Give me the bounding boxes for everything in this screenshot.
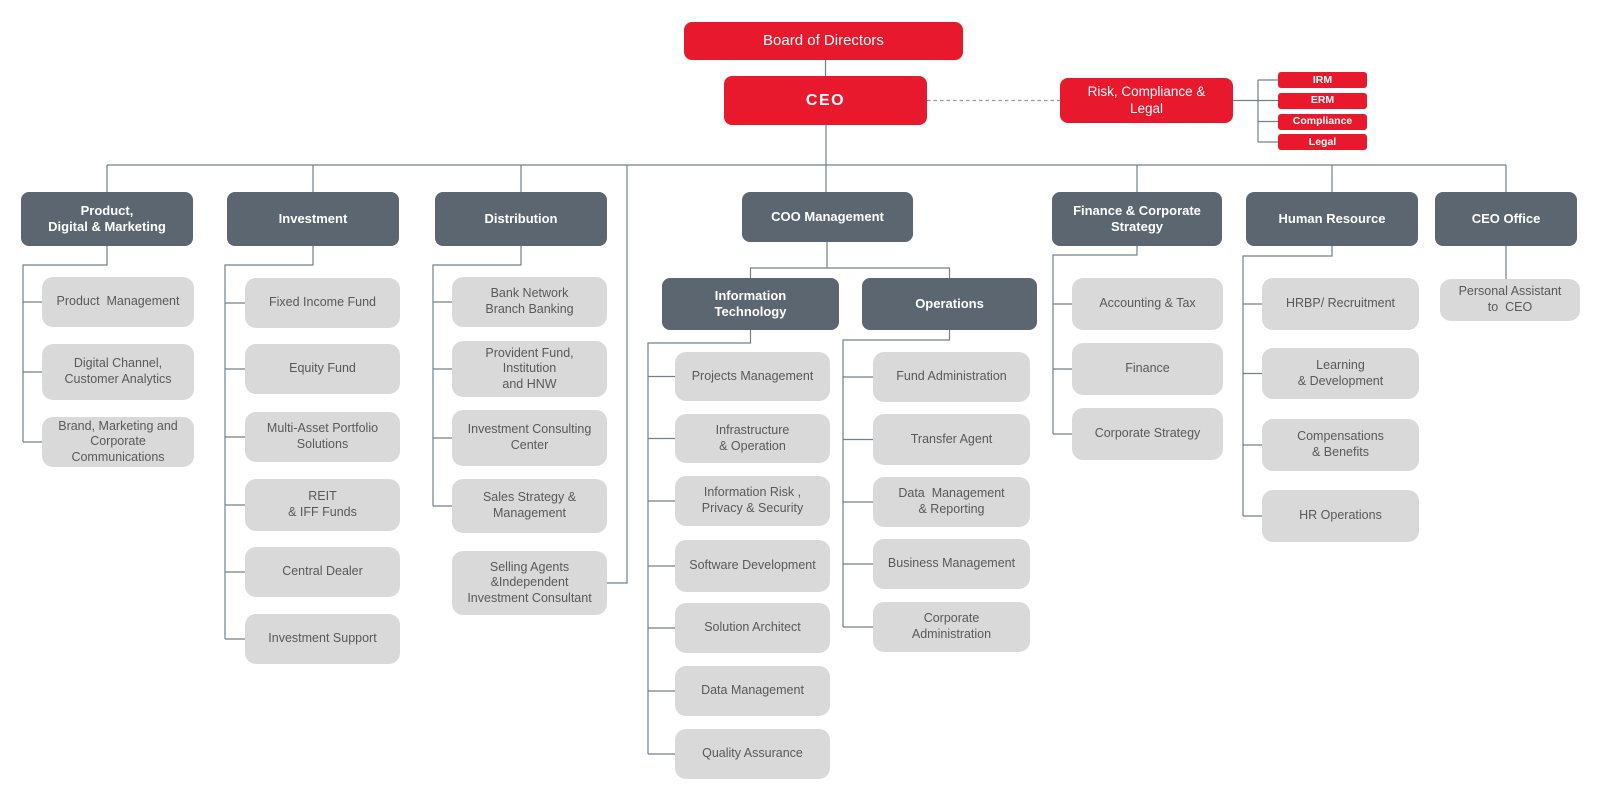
org-box-investment: Investment — [227, 192, 399, 246]
org-box-investment-child-5: Investment Support — [245, 614, 400, 664]
org-box-it-child-4: Solution Architect — [675, 603, 830, 653]
org-box-finance-child-0: Accounting & Tax — [1072, 278, 1223, 330]
org-box-ceo: CEO — [724, 76, 927, 125]
org-box-risk-child-3: Legal — [1278, 134, 1367, 150]
org-box-risk-child-1: ERM — [1278, 92, 1367, 109]
org-box-risk-compliance-legal: Risk, Compliance & Legal — [1060, 78, 1233, 123]
org-box-investment-child-0: Fixed Income Fund — [245, 278, 400, 328]
org-box-product-child-2: Brand, Marketing and Corporate Communica… — [42, 417, 194, 467]
org-box-operations-child-0: Fund Administration — [873, 352, 1030, 402]
org-box-investment-child-3: REIT & IFF Funds — [245, 479, 400, 531]
org-box-distribution-child-2: Investment Consulting Center — [452, 410, 607, 466]
org-box-ceo-office: CEO Office — [1435, 192, 1577, 246]
org-box-operations-child-1: Transfer Agent — [873, 414, 1030, 465]
org-box-investment-child-1: Equity Fund — [245, 344, 400, 394]
solid-connector-path — [22, 60, 1507, 755]
org-box-operations-child-4: Corporate Administration — [873, 602, 1030, 652]
org-box-hr-child-3: HR Operations — [1262, 490, 1419, 542]
org-box-operations-child-2: Data Management & Reporting — [873, 477, 1030, 527]
org-box-product-child-1: Digital Channel, Customer Analytics — [42, 344, 194, 400]
org-box-finance: Finance & Corporate Strategy — [1052, 192, 1222, 246]
org-box-investment-child-4: Central Dealer — [245, 547, 400, 597]
org-box-distribution-child-1: Provident Fund, Institution and HNW — [452, 341, 607, 397]
org-box-distribution-child-3: Sales Strategy & Management — [452, 479, 607, 533]
org-box-coo: COO Management — [742, 192, 913, 242]
org-box-finance-child-1: Finance — [1072, 343, 1223, 395]
org-box-operations: Operations — [862, 278, 1037, 330]
org-box-operations-child-3: Business Management — [873, 539, 1030, 589]
org-box-distribution: Distribution — [435, 192, 607, 246]
org-box-distribution-child-0: Bank Network Branch Banking — [452, 277, 607, 327]
org-box-hr-child-0: HRBP/ Recruitment — [1262, 278, 1419, 330]
org-box-product-child-0: Product Management — [42, 277, 194, 327]
org-box-investment-child-2: Multi-Asset Portfolio Solutions — [245, 412, 400, 462]
org-box-finance-child-2: Corporate Strategy — [1072, 408, 1223, 460]
org-box-product: Product, Digital & Marketing — [21, 192, 193, 246]
org-box-distribution-child-4: Selling Agents &Independent Investment C… — [452, 551, 607, 615]
org-box-it-child-6: Quality Assurance — [675, 729, 830, 779]
org-box-it-child-1: Infrastructure & Operation — [675, 414, 830, 463]
org-box-it-child-5: Data Management — [675, 666, 830, 716]
org-box-it-child-2: Information Risk , Privacy & Security — [675, 476, 830, 526]
org-box-hr-child-2: Compensations & Benefits — [1262, 419, 1419, 471]
org-box-hr: Human Resource — [1246, 192, 1418, 246]
org-box-it-child-0: Projects Management — [675, 352, 830, 401]
org-box-it: Information Technology — [662, 278, 839, 330]
org-box-risk-child-0: IRM — [1278, 72, 1367, 88]
org-box-risk-child-2: Compliance — [1278, 113, 1367, 130]
org-box-board: Board of Directors — [684, 22, 963, 60]
org-box-it-child-3: Software Development — [675, 540, 830, 592]
org-box-ceo-office-child-0: Personal Assistant to CEO — [1440, 279, 1580, 321]
org-box-hr-child-1: Learning & Development — [1262, 348, 1419, 399]
